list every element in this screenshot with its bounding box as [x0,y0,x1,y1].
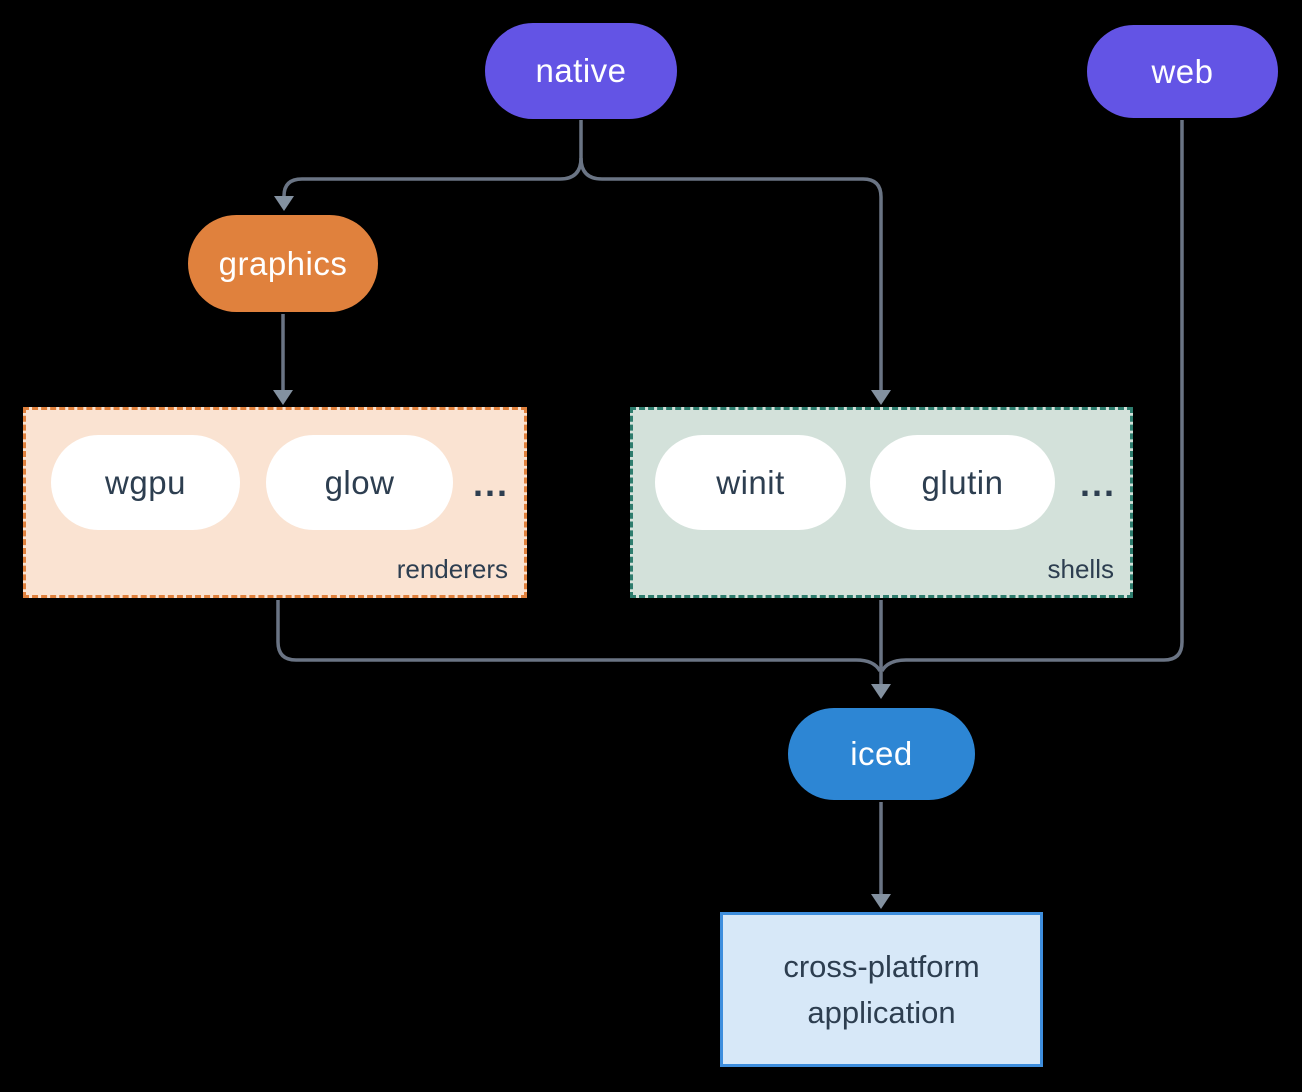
arrowhead-to-renderers [273,390,293,405]
group-shells: winit glutin ... shells [630,407,1133,598]
app-label-line1: cross-platform [783,948,980,984]
node-wgpu-label: wgpu [105,463,186,501]
arrowhead-to-iced [871,684,891,699]
node-native: native [485,23,677,119]
arrowhead-to-shells [871,390,891,405]
node-glow: glow [266,435,453,530]
shells-ellipsis: ... [1079,463,1116,504]
node-web-label: web [1151,52,1214,90]
node-iced: iced [788,708,975,800]
node-native-label: native [535,52,627,89]
edge-native-split-left [282,120,583,197]
arrowhead-to-app [871,894,891,909]
node-wgpu: wgpu [51,435,240,530]
node-glutin: glutin [870,435,1055,530]
edge-native-split-right [579,157,883,390]
node-glow-label: glow [324,463,395,501]
node-graphics: graphics [188,215,378,312]
node-winit: winit [655,435,846,530]
arrowhead-to-graphics [274,196,294,211]
node-glutin-label: glutin [921,463,1004,501]
node-graphics-label: graphics [218,244,348,282]
group-renderers: wgpu glow ... renderers [23,407,527,598]
app-label-line2: application [807,994,956,1030]
group-shells-label: shells [1047,554,1114,584]
edge-web-merge [880,120,1184,672]
renderers-ellipsis: ... [472,463,509,504]
node-winit-label: winit [716,463,785,501]
edge-renderers-merge [276,600,882,672]
node-cross-platform-application: cross-platform application [720,912,1043,1067]
node-web: web [1087,25,1278,118]
node-iced-label: iced [850,735,913,772]
group-renderers-label: renderers [396,554,508,584]
